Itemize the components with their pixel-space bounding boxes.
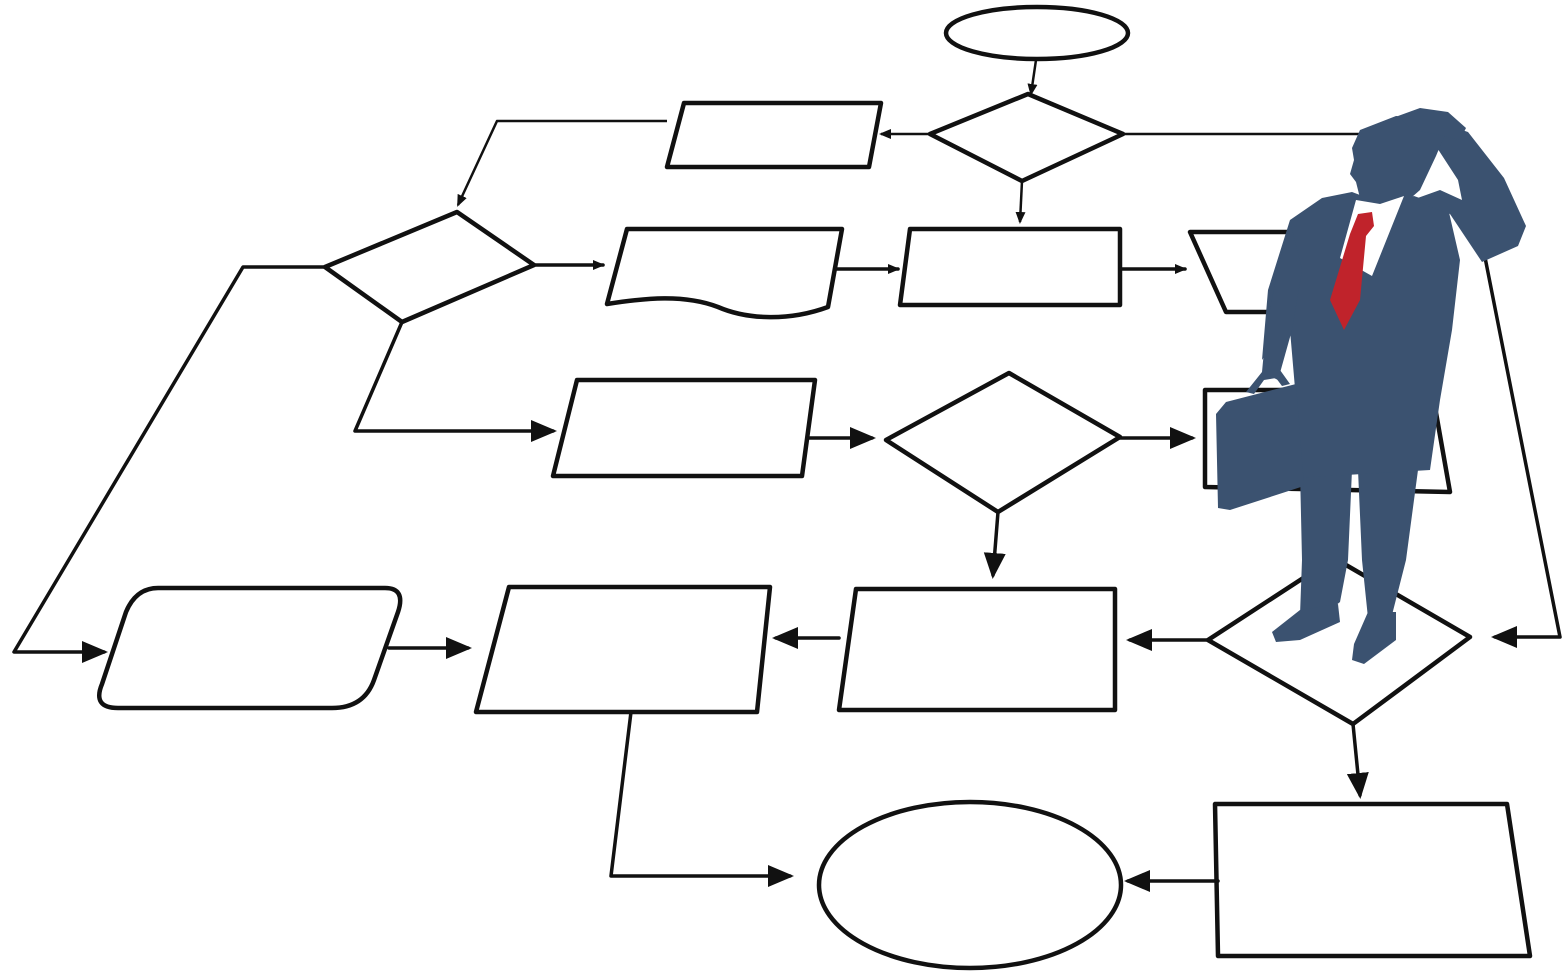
process-bottom-right — [1212, 801, 1533, 959]
process-top — [664, 100, 884, 170]
connector-right-loop — [1468, 230, 1562, 648]
process-row3-mid — [836, 586, 1118, 713]
document-shape — [604, 226, 845, 320]
decision-top — [927, 91, 1126, 184]
businessman-silhouette — [1216, 108, 1526, 664]
figure-lowered-arm — [1262, 222, 1302, 380]
connector-start-to-decision — [1027, 59, 1038, 96]
connector-process-top-to-decision-left — [456, 119, 667, 207]
data-rounded-shape — [97, 585, 403, 711]
figure-legs — [1300, 470, 1418, 620]
figure-shoe-right — [1352, 612, 1396, 664]
process-row2-left — [550, 377, 818, 479]
connector-left-loop — [12, 265, 327, 663]
figure-jacket — [1262, 192, 1460, 478]
decision-center — [883, 370, 1123, 515]
end-connector-circle — [816, 799, 1124, 971]
figure-hand — [1398, 108, 1466, 140]
connector-decision-left-down — [353, 320, 557, 442]
connector-decision-down — [1015, 180, 1026, 224]
figure-raised-arm — [1412, 124, 1526, 262]
connector-process-row3-to-end — [609, 710, 794, 887]
connector-decision-br-down — [1346, 722, 1369, 799]
start-terminator — [943, 4, 1131, 62]
figure-shoe-left — [1272, 604, 1340, 642]
figure-tie — [1330, 212, 1374, 330]
briefcase-icon — [1216, 370, 1304, 510]
process-row3-left — [473, 584, 773, 715]
decision-left — [322, 209, 537, 325]
connector-decision-center-down — [983, 510, 1006, 579]
figure-head — [1350, 116, 1446, 204]
process-mid-row1 — [897, 226, 1123, 308]
